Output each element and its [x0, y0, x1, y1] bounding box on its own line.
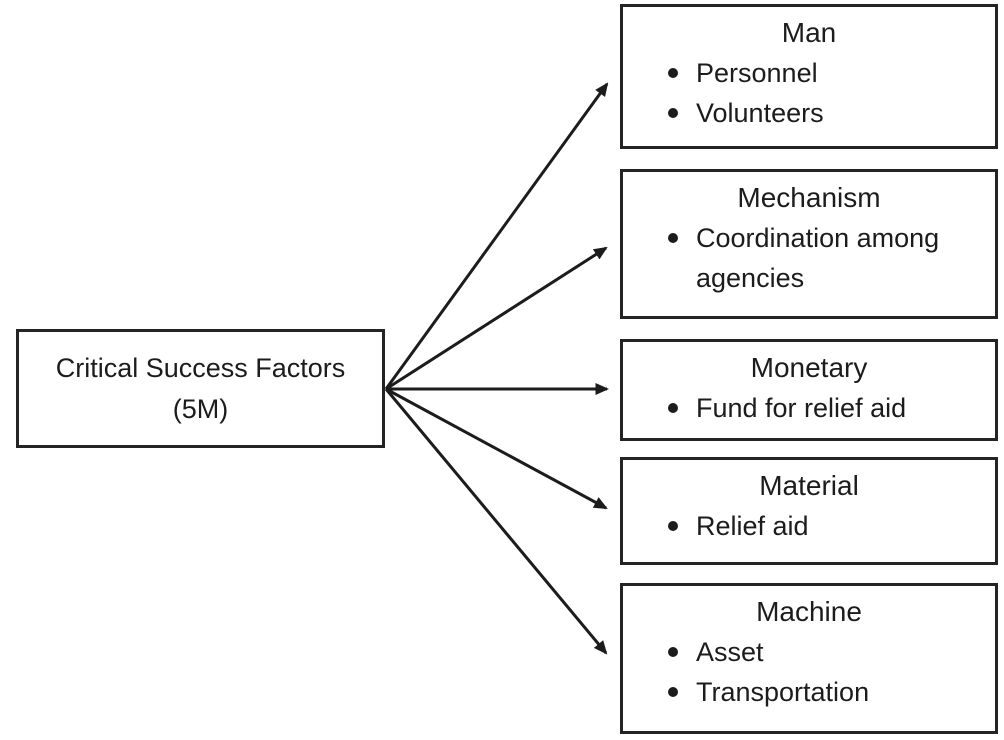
- list-item: Relief aid: [668, 506, 985, 546]
- factor-box-mechanism: Mechanism Coordination among agencies: [620, 169, 998, 319]
- source-box-title-line1: Critical Success Factors: [55, 352, 346, 383]
- bullet-icon: [668, 521, 678, 531]
- arrow-to-man: [384, 82, 609, 390]
- factor-box-monetary: Monetary Fund for relief aid: [620, 339, 998, 441]
- bullet-icon: [668, 647, 678, 657]
- factor-box-material: Material Relief aid: [620, 457, 998, 565]
- bullet-icon: [668, 687, 678, 697]
- factor-item-list: Relief aid: [633, 506, 985, 546]
- bullet-icon: [668, 233, 678, 243]
- factor-item-list: Coordination among agencies: [633, 218, 985, 298]
- factor-item-label: Asset: [696, 637, 764, 667]
- arrow-to-machine: [384, 388, 608, 655]
- arrow-to-mechanism: [385, 246, 608, 391]
- list-item: Volunteers: [668, 93, 985, 133]
- source-box-critical-success-factors: Critical Success Factors (5M): [16, 329, 385, 448]
- factor-item-list: Fund for relief aid: [633, 388, 985, 428]
- list-item: Coordination among agencies: [668, 218, 985, 298]
- source-box-title-line2: (5M): [172, 393, 229, 424]
- factor-item-label: Transportation: [696, 677, 870, 707]
- factor-title: Monetary: [750, 352, 868, 383]
- factor-item-label: Volunteers: [696, 98, 824, 128]
- factor-item-label: Coordination among agencies: [696, 223, 940, 293]
- factor-box-machine: Machine Asset Transportation: [620, 583, 998, 734]
- arrow-to-material: [385, 387, 608, 510]
- factor-item-list: Personnel Volunteers: [633, 53, 985, 133]
- factor-item-list: Asset Transportation: [633, 632, 985, 712]
- factor-title: Material: [759, 470, 859, 501]
- factor-title: Man: [781, 17, 837, 48]
- bullet-icon: [668, 403, 678, 413]
- factor-item-label: Personnel: [696, 58, 818, 88]
- bullet-icon: [668, 108, 678, 118]
- factor-item-label: Relief aid: [696, 511, 809, 541]
- factor-title: Machine: [756, 596, 862, 627]
- factor-title: Mechanism: [737, 182, 881, 213]
- list-item: Transportation: [668, 672, 985, 712]
- factor-item-label: Fund for relief aid: [696, 393, 907, 423]
- bullet-icon: [668, 68, 678, 78]
- list-item: Personnel: [668, 53, 985, 93]
- list-item: Fund for relief aid: [668, 388, 985, 428]
- list-item: Asset: [668, 632, 985, 672]
- factor-box-man: Man Personnel Volunteers: [620, 4, 998, 149]
